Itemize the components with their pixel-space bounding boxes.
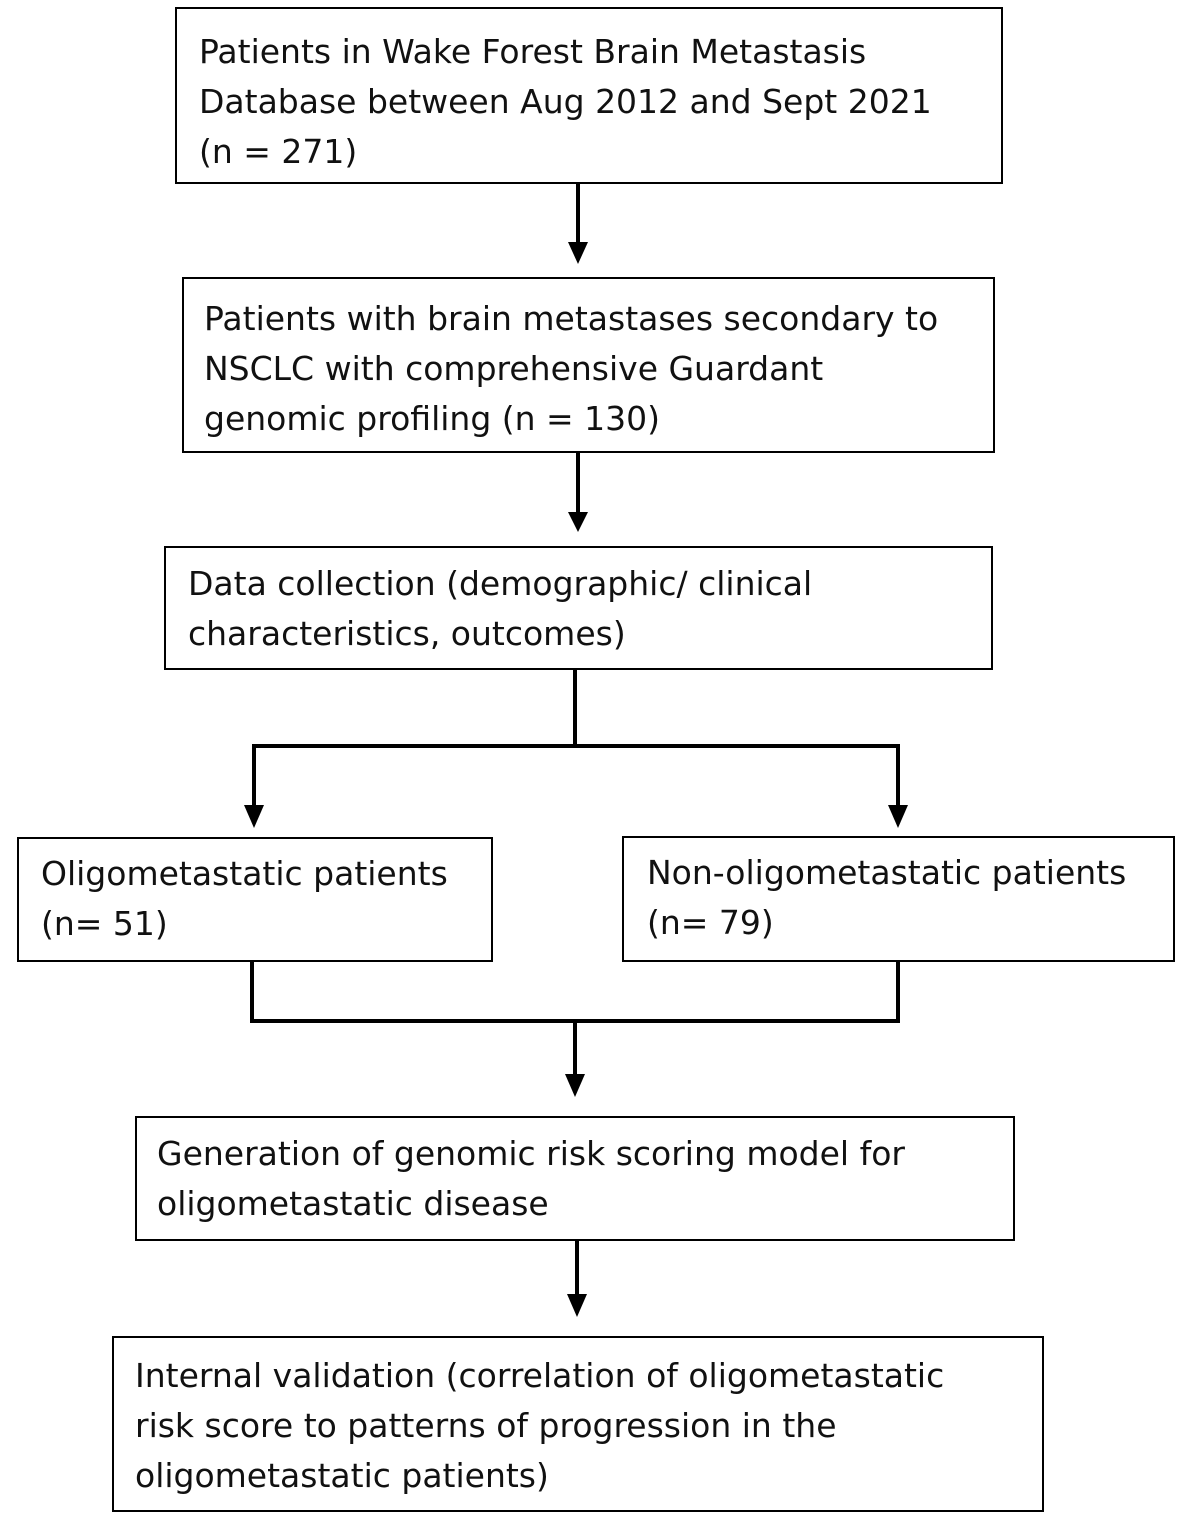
box-nsclc-line-3: genomic profiling (n = 130)	[204, 399, 661, 438]
arrowhead-validation	[567, 1294, 587, 1317]
box-oligometastatic-line-2: (n= 51)	[41, 904, 168, 943]
box-data-collection: Data collection (demographic/ clinical c…	[164, 546, 993, 670]
box-non-oligometastatic: Non-oligometastatic patients (n= 79)	[622, 836, 1175, 962]
box-nsclc-line-1: Patients with brain metastases secondary…	[204, 299, 939, 338]
box-nsclc-line-2: NSCLC with comprehensive Guardant	[204, 349, 824, 388]
box-internal-validation-line-2: risk score to patterns of progression in…	[135, 1406, 837, 1445]
box-nsclc: Patients with brain metastases secondary…	[182, 277, 995, 453]
box-data-collection-line-2: characteristics, outcomes)	[188, 614, 626, 653]
box-internal-validation-line-3: oligometastatic patients)	[135, 1456, 549, 1495]
box-internal-validation-line-1: Internal validation (correlation of olig…	[135, 1356, 945, 1395]
box-oligometastatic-line-1: Oligometastatic patients	[41, 854, 448, 893]
arrowhead-risk-model	[565, 1074, 585, 1097]
arrowhead-nsclc	[568, 242, 588, 264]
arrowhead-non-oligometastatic	[888, 805, 908, 828]
box-non-oligometastatic-line-2: (n= 79)	[647, 903, 774, 942]
box-data-collection-line-1: Data collection (demographic/ clinical	[188, 564, 813, 603]
box-database-line-2: Database between Aug 2012 and Sept 2021	[199, 82, 932, 121]
arrowhead-oligometastatic	[244, 805, 264, 828]
box-database-line-1: Patients in Wake Forest Brain Metastasis	[199, 32, 867, 71]
box-risk-model: Generation of genomic risk scoring model…	[135, 1116, 1015, 1241]
box-risk-model-line-2: oligometastatic disease	[157, 1184, 549, 1223]
arrowhead-data-collection	[568, 512, 588, 532]
box-non-oligometastatic-line-1: Non-oligometastatic patients	[647, 853, 1127, 892]
box-database-line-3: (n = 271)	[199, 132, 358, 171]
box-oligometastatic: Oligometastatic patients (n= 51)	[17, 837, 493, 962]
box-database: Patients in Wake Forest Brain Metastasis…	[175, 7, 1003, 184]
box-risk-model-line-1: Generation of genomic risk scoring model…	[157, 1134, 905, 1173]
box-internal-validation: Internal validation (correlation of olig…	[112, 1336, 1044, 1512]
